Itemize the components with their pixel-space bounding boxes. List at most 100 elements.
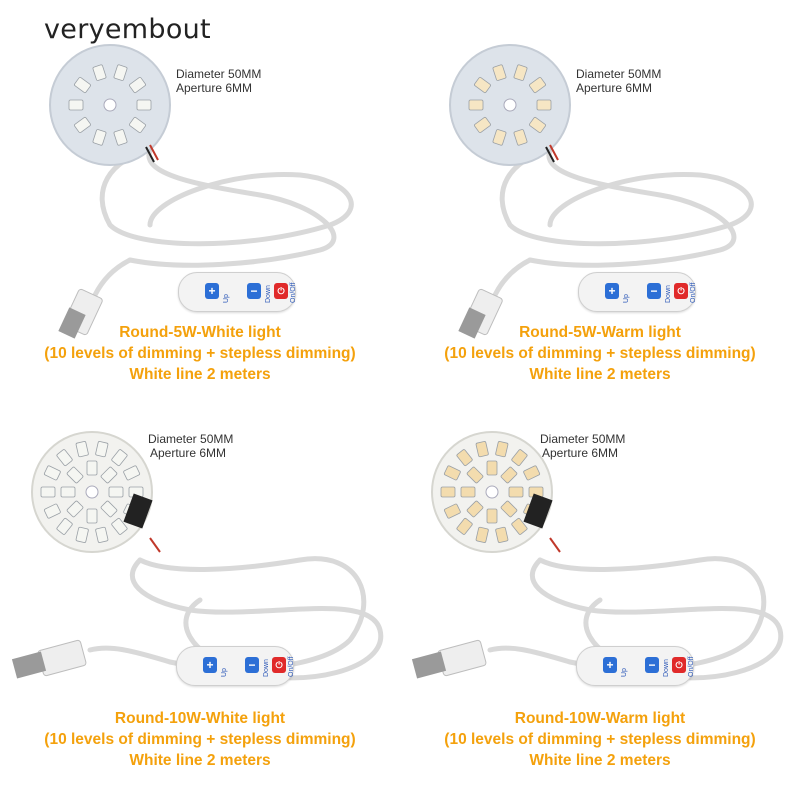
controller-label-power: On/Off: [290, 282, 297, 304]
led-chip: [500, 466, 518, 484]
led-board: [49, 44, 171, 166]
controller-label-power: On/Off: [288, 656, 295, 678]
product-line: White line 2 meters: [129, 752, 271, 769]
spec-text: Diameter 50MM Aperture 6MM: [148, 432, 233, 460]
led-chip: [95, 441, 109, 458]
led-chip: [475, 526, 489, 543]
controller-label-down: Down: [263, 659, 270, 677]
led-chip: [460, 486, 476, 498]
led-chip: [100, 466, 118, 484]
product-caption: Round-10W-Warm light (10 levels of dimmi…: [400, 708, 800, 771]
product-caption: Round-5W-Warm light (10 levels of dimmin…: [400, 322, 800, 385]
led-chip: [75, 526, 89, 543]
led-chip: [43, 465, 61, 481]
power-button-icon: ⏻: [674, 283, 688, 299]
led-chip: [495, 441, 509, 458]
led-chip: [40, 486, 56, 498]
diameter-label: Diameter 50MM: [576, 67, 662, 81]
down-button-icon: −: [245, 657, 259, 673]
spec-text: Diameter 50MM Aperture 6MM: [176, 67, 261, 95]
led-chip: [43, 503, 61, 519]
controller-label-down: Down: [265, 285, 272, 303]
spec-text: Diameter 50MM Aperture 6MM: [540, 432, 625, 460]
led-chip: [486, 508, 498, 524]
diameter-label: Diameter 50MM: [540, 432, 626, 446]
led-chip: [456, 449, 473, 466]
product-line: White line 2 meters: [529, 752, 671, 769]
led-chip: [511, 518, 528, 535]
led-chip: [492, 129, 507, 146]
product-photo-5w-white: [49, 44, 354, 339]
led-chip: [86, 508, 98, 524]
down-button-icon: −: [647, 283, 661, 299]
product-caption: Round-10W-White light (10 levels of dimm…: [0, 708, 400, 771]
led-chip: [74, 77, 91, 93]
product-title: Round-10W-White light: [114, 710, 286, 727]
up-button-icon: +: [603, 657, 617, 673]
led-chip: [111, 449, 128, 466]
up-button-icon: +: [605, 283, 619, 299]
led-chip: [66, 500, 84, 518]
down-button-icon: −: [645, 657, 659, 673]
led-chip: [111, 518, 128, 535]
product-card-5w-warm: Diameter 50MM Aperture 6MM + − ⏻ Up Down O…: [400, 0, 800, 400]
led-chip: [492, 64, 507, 81]
power-button-icon: ⏻: [672, 657, 686, 673]
led-chip: [474, 117, 491, 133]
controller-label-up: Up: [221, 668, 228, 677]
product-caption: Round-5W-White light (10 levels of dimmi…: [0, 322, 400, 385]
led-chip: [113, 129, 128, 146]
led-chip: [486, 460, 498, 476]
product-dimming: (10 levels of dimming + stepless dimming…: [44, 731, 356, 748]
down-button-icon: −: [247, 283, 261, 299]
led-board: [31, 431, 161, 553]
aperture-label: Aperture 6MM: [150, 446, 227, 460]
led-chip: [500, 500, 518, 518]
led-chip: [443, 503, 461, 519]
product-dimming: (10 levels of dimming + stepless dimming…: [44, 345, 356, 362]
led-chip: [129, 117, 146, 133]
led-chip: [440, 486, 456, 498]
led-chip: [123, 465, 141, 481]
led-chip: [513, 129, 528, 146]
product-photo-10w-white: [11, 431, 384, 681]
up-button-icon: +: [203, 657, 217, 673]
led-chip: [468, 99, 484, 111]
product-line: White line 2 meters: [129, 366, 271, 383]
controller-label-power: On/Off: [690, 282, 697, 304]
led-chip: [456, 518, 473, 535]
usb-plug: [11, 639, 87, 679]
led-chip: [536, 99, 552, 111]
controller-label-up: Up: [623, 294, 630, 303]
led-chip: [129, 77, 146, 93]
led-board: [449, 44, 571, 166]
product-line: White line 2 meters: [529, 366, 671, 383]
led-chip: [92, 64, 107, 81]
aperture-label: Aperture 6MM: [542, 446, 619, 460]
product-title: Round-5W-Warm light: [519, 324, 681, 341]
product-title: Round-5W-White light: [119, 324, 281, 341]
led-chip: [466, 466, 484, 484]
dimmer-controller: + − ⏻ Up Down On/Off: [578, 272, 697, 312]
usb-plug: [58, 288, 103, 339]
aperture-label: Aperture 6MM: [576, 81, 653, 95]
controller-label-down: Down: [665, 285, 672, 303]
usb-cable: [492, 147, 754, 298]
spec-text: Diameter 50MM Aperture 6MM: [576, 67, 661, 95]
led-chip: [56, 518, 73, 535]
led-board: [431, 431, 561, 553]
aperture-label: Aperture 6MM: [176, 81, 253, 95]
led-chip: [474, 77, 491, 93]
usb-plug: [411, 639, 487, 679]
led-chip: [475, 441, 489, 458]
controller-label-up: Up: [223, 294, 230, 303]
led-chip: [56, 449, 73, 466]
product-title: Round-10W-Warm light: [514, 710, 686, 727]
led-chip: [523, 465, 541, 481]
led-chip: [95, 526, 109, 543]
